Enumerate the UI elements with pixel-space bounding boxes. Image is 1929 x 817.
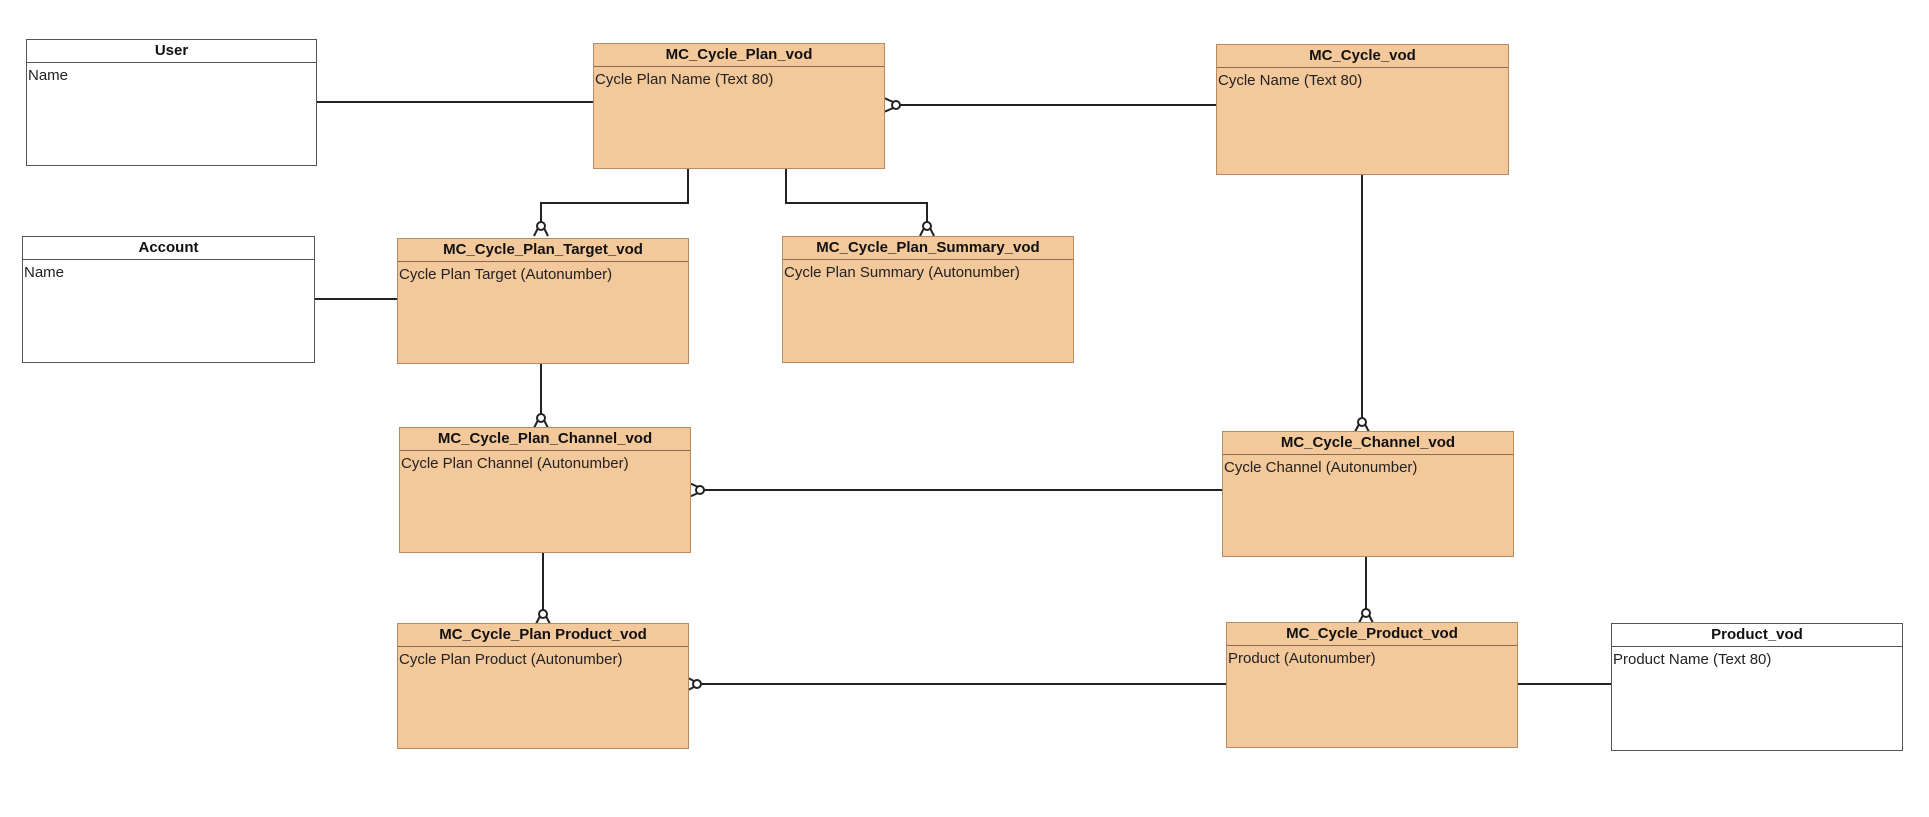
entity-account[interactable]: Account Name [22,236,315,363]
entity-cycle-plan-channel[interactable]: MC_Cycle_Plan_Channel_vod Cycle Plan Cha… [399,427,691,553]
entity-title: MC_Cycle_Channel_vod [1223,432,1513,455]
entity-cycle-product[interactable]: MC_Cycle_Product_vod Product (Autonumber… [1226,622,1518,748]
entity-field: Cycle Channel (Autonumber) [1224,459,1418,476]
entity-title: Product_vod [1612,624,1902,647]
entity-field: Cycle Plan Product (Autonumber) [399,651,623,668]
entity-title: MC_Cycle_Product_vod [1227,623,1517,646]
entity-field: Cycle Plan Summary (Autonumber) [784,264,1020,281]
entity-cycle[interactable]: MC_Cycle_vod Cycle Name (Text 80) [1216,44,1509,175]
entity-title: Account [23,237,314,260]
entity-title: MC_Cycle_Plan_Channel_vod [400,428,690,451]
entity-cycle-plan-product[interactable]: MC_Cycle_Plan Product_vod Cycle Plan Pro… [397,623,689,749]
optional-circle-plan-channel [536,413,546,423]
entity-cycle-plan-target[interactable]: MC_Cycle_Plan_Target_vod Cycle Plan Targ… [397,238,689,364]
entity-field: Cycle Plan Target (Autonumber) [399,266,613,283]
entity-field: Cycle Name (Text 80) [1218,72,1363,89]
optional-circle-cycle-product [1361,608,1371,618]
entity-title: MC_Cycle_Plan_Summary_vod [783,237,1073,260]
entity-field: Name [28,67,69,84]
entity-field: Cycle Plan Channel (Autonumber) [401,455,629,472]
entity-cycle-plan-summary[interactable]: MC_Cycle_Plan_Summary_vod Cycle Plan Sum… [782,236,1074,363]
optional-circle-plan-target [536,221,546,231]
entity-title: MC_Cycle_Plan_vod [594,44,884,67]
entity-title: MC_Cycle_Plan_Target_vod [398,239,688,262]
entity-title: User [27,40,316,63]
optional-circle-plan-product-h [692,679,702,689]
entity-product[interactable]: Product_vod Product Name (Text 80) [1611,623,1903,751]
entity-field: Cycle Plan Name (Text 80) [595,71,774,88]
entity-field: Product (Autonumber) [1228,650,1376,667]
entity-cycle-channel[interactable]: MC_Cycle_Channel_vod Cycle Channel (Auto… [1222,431,1514,557]
entity-field: Product Name (Text 80) [1613,651,1772,668]
entity-user[interactable]: User Name [26,39,317,166]
optional-circle-cycle-channel [1357,417,1367,427]
entity-field: Name [24,264,65,281]
rel-cycle-plan-summary [785,169,928,222]
entity-title: MC_Cycle_vod [1217,45,1508,68]
optional-circle-cycle-plan [891,100,901,110]
optional-circle-plan-product [538,609,548,619]
rel-cycle-plan-target [540,169,689,224]
optional-circle-plan-summary [922,221,932,231]
optional-circle-plan-channel-h [695,485,705,495]
entity-title: MC_Cycle_Plan Product_vod [398,624,688,647]
entity-cycle-plan[interactable]: MC_Cycle_Plan_vod Cycle Plan Name (Text … [593,43,885,169]
